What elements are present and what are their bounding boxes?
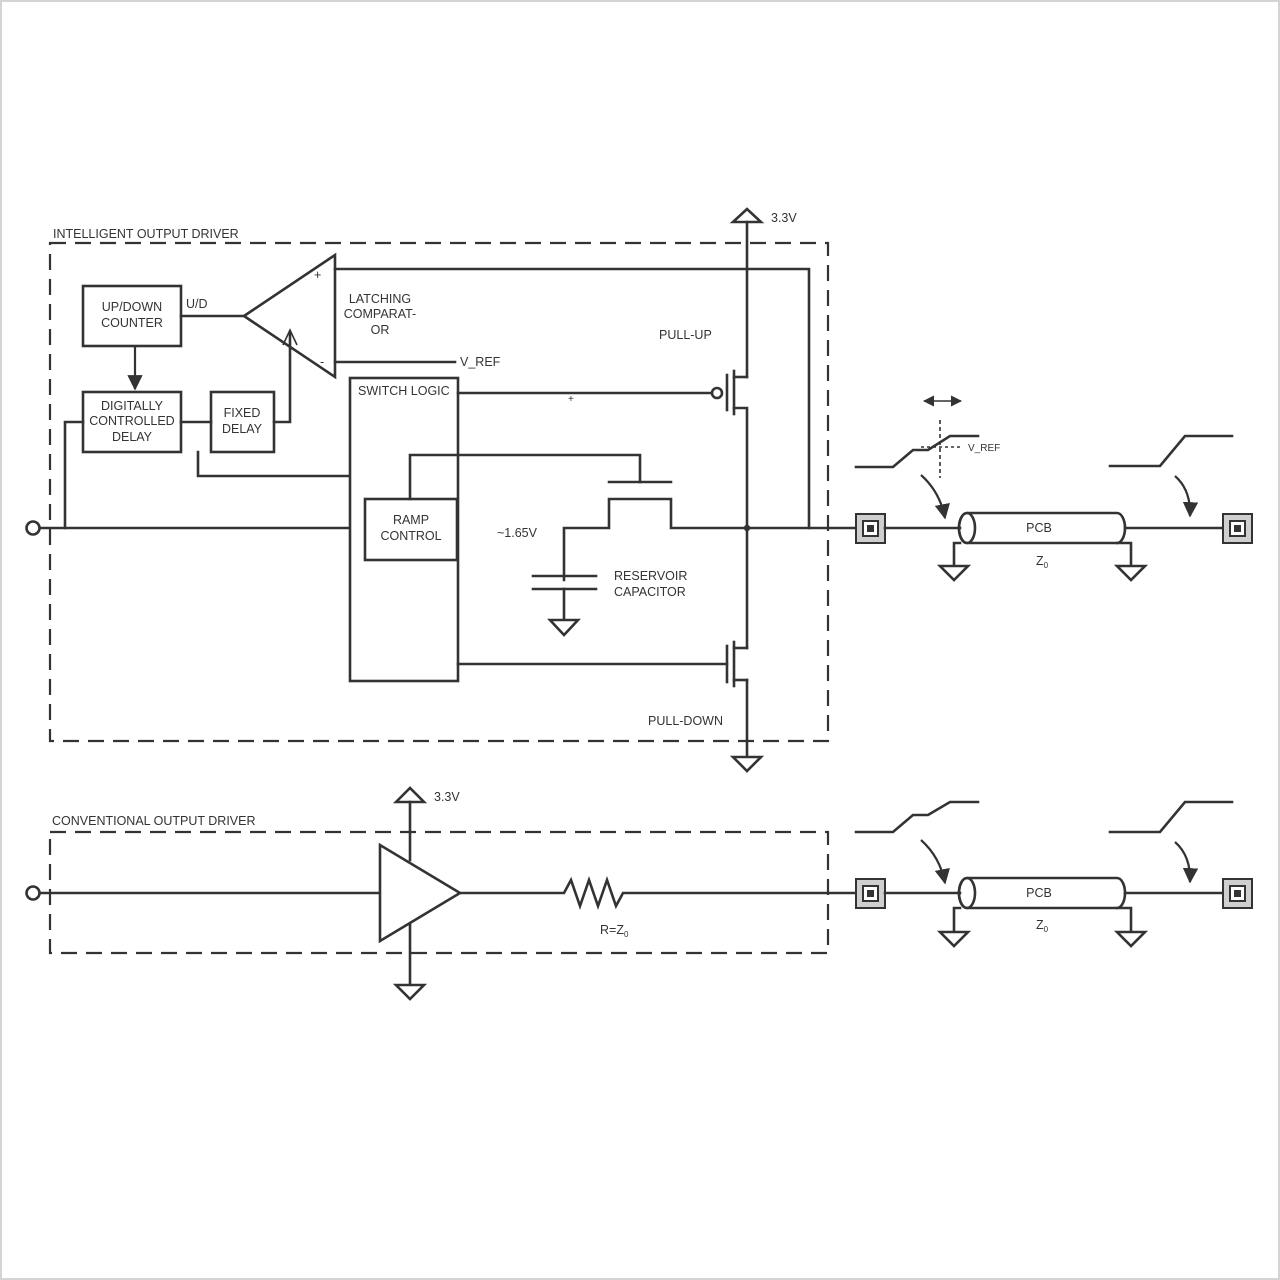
fixed-delay-label-1: FIXED bbox=[224, 406, 261, 420]
z-label-top: Z0 bbox=[1036, 554, 1049, 570]
ramp-control-label-1: RAMP bbox=[393, 513, 429, 527]
comparator-label-1: LATCHING bbox=[349, 292, 411, 306]
pullup-transistor bbox=[710, 369, 749, 530]
ground-symbol-pcb-right-top bbox=[1113, 564, 1149, 582]
supply-label-bottom: 3.3V bbox=[434, 790, 460, 804]
waveform-arrow-receiver-top bbox=[1174, 475, 1199, 518]
input-to-dcd-wire bbox=[63, 420, 85, 530]
waveform-arrow-source-top bbox=[920, 474, 950, 520]
junction-dot bbox=[743, 524, 751, 532]
input-terminal-top bbox=[25, 520, 41, 536]
conventional-driver: CONVENTIONAL OUTPUT DRIVER 3.3V R=Z0 bbox=[25, 786, 1253, 1001]
waveform-receiver-bottom bbox=[1108, 800, 1234, 834]
reservoir-voltage-label: ~1.65V bbox=[497, 526, 538, 540]
output-pad-top bbox=[855, 513, 886, 544]
fixed-delay-label-2: DELAY bbox=[222, 422, 263, 436]
ramp-control-label-2: CONTROL bbox=[380, 529, 441, 543]
comparator-minus: - bbox=[320, 355, 324, 369]
dcd-label-3: DELAY bbox=[112, 430, 153, 444]
supply-symbol-bottom bbox=[392, 786, 428, 804]
switch-plus-label: + bbox=[568, 394, 574, 405]
fixed-to-comparator-wire bbox=[272, 330, 292, 424]
comparator-label-2: COMPARAT- bbox=[344, 307, 416, 321]
updown-counter-label-2: COUNTER bbox=[101, 316, 163, 330]
intelligent-driver: INTELLIGENT OUTPUT DRIVER 3.3V UP/DOWN C… bbox=[25, 207, 1253, 773]
intelligent-driver-boundary bbox=[48, 241, 830, 743]
ground-symbol-pcb-right-bottom bbox=[1113, 930, 1149, 948]
reservoir-label-2: CAPACITOR bbox=[614, 585, 686, 599]
conventional-driver-title: CONVENTIONAL OUTPUT DRIVER bbox=[52, 814, 256, 828]
waveform-receiver-top bbox=[1108, 434, 1234, 468]
waveform-source-bottom bbox=[854, 800, 980, 834]
intelligent-driver-title: INTELLIGENT OUTPUT DRIVER bbox=[53, 227, 239, 241]
reservoir-label-1: RESERVOIR bbox=[614, 569, 687, 583]
ramp-control-block bbox=[363, 497, 459, 562]
comparator-label-3: OR bbox=[371, 323, 390, 337]
supply-label-top: 3.3V bbox=[771, 211, 797, 225]
dcd-label-2: CONTROLLED bbox=[89, 414, 174, 428]
comparator-plus: + bbox=[314, 268, 321, 282]
switch-logic-label: SWITCH LOGIC bbox=[358, 384, 450, 398]
dcd-label-1: DIGITALLY bbox=[101, 399, 164, 413]
vref-label: V_REF bbox=[460, 355, 501, 369]
ground-symbol-buffer bbox=[392, 983, 428, 1001]
pcb-label-top: PCB bbox=[1026, 521, 1052, 535]
z-label-bottom: Z0 bbox=[1036, 918, 1049, 934]
clock-input-mark bbox=[282, 328, 298, 346]
series-resistor bbox=[458, 876, 859, 910]
ud-label: U/D bbox=[186, 297, 208, 311]
pullup-label: PULL-UP bbox=[659, 328, 712, 342]
ramp-to-gate-wire bbox=[408, 453, 642, 501]
pulldown-transistor bbox=[725, 526, 749, 759]
resistor-label: R=Z0 bbox=[600, 923, 629, 939]
reservoir-capacitor bbox=[531, 574, 598, 637]
feedback-wire bbox=[333, 267, 811, 530]
ground-symbol-pcb-left-bottom bbox=[936, 930, 972, 948]
updown-counter-label-1: UP/DOWN bbox=[102, 300, 162, 314]
waveform-arrow-receiver-bottom bbox=[1174, 841, 1199, 884]
receiver-pad-top bbox=[1222, 513, 1253, 544]
reservoir-switch-transistor bbox=[562, 480, 749, 582]
input-terminal-bottom bbox=[25, 885, 41, 901]
output-buffer bbox=[378, 842, 463, 944]
supply-symbol-top: 3.3V bbox=[729, 207, 797, 379]
pcb-transmission-line-top bbox=[936, 511, 1149, 582]
dcd-to-switch-wire bbox=[196, 450, 352, 478]
ground-symbol-pulldown bbox=[729, 755, 765, 773]
ground-symbol-pcb-left-top bbox=[936, 564, 972, 582]
waveform-vref-label: V_REF bbox=[968, 443, 1000, 454]
receiver-pad-bottom bbox=[1222, 878, 1253, 909]
waveform-arrow-source-bottom bbox=[920, 839, 950, 885]
output-pad-bottom bbox=[855, 878, 886, 909]
pcb-transmission-line-bottom bbox=[936, 876, 1149, 948]
ground-symbol-capacitor bbox=[547, 618, 581, 637]
pcb-label-bottom: PCB bbox=[1026, 886, 1052, 900]
pulldown-label: PULL-DOWN bbox=[648, 714, 723, 728]
waveform-source-top: V_REF bbox=[854, 395, 1000, 478]
